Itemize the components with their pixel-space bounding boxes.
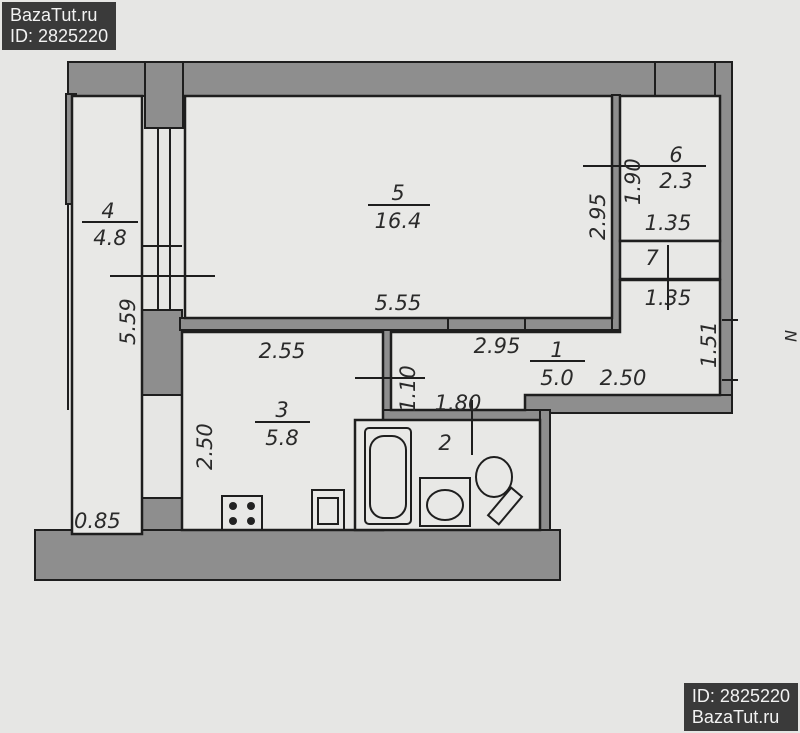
room-4	[70, 94, 144, 536]
dim-room1-depth: 1.10	[396, 365, 420, 412]
dim-room7-width: 1.35	[645, 286, 692, 310]
dim-room6-height: 1.90	[621, 158, 645, 205]
dim-room6-width: 1.35	[645, 211, 692, 235]
watermark-id: ID: 2825220	[691, 686, 790, 706]
toilet-icon	[475, 456, 524, 526]
dim-room1-length: 2.50	[600, 366, 647, 390]
kitchen-sink-icon	[311, 489, 345, 531]
dim-room5-width: 5.55	[375, 291, 422, 315]
dim-room1-width: 2.95	[474, 334, 521, 358]
watermark-top: BazaTut.ru ID: 2825220	[2, 2, 117, 50]
dim-room4-length: 5.59	[116, 298, 140, 345]
dim-entry-depth: 1.51	[697, 321, 721, 368]
dim-room3-width: 2.55	[259, 339, 306, 363]
dim-room3-depth: 2.50	[193, 423, 217, 470]
room-3-number: 3	[275, 398, 288, 422]
dim-room5-depth: 2.95	[586, 193, 610, 240]
room-4-area: 4.8	[93, 226, 126, 250]
room-6-area: 2.3	[659, 169, 692, 193]
room-5-area: 16.4	[375, 209, 422, 233]
dim-room4-width: 0.85	[74, 509, 121, 533]
room-3-area: 5.8	[265, 426, 298, 450]
watermark-id: ID: 2825220	[10, 26, 109, 46]
room-1-number: 1	[550, 338, 563, 362]
stove-icon	[221, 495, 263, 531]
sink-icon	[419, 477, 471, 527]
window-lines	[67, 128, 738, 455]
room-3	[180, 330, 385, 532]
room-1-area: 5.0	[540, 366, 573, 390]
bathtub-icon	[364, 427, 412, 525]
watermark-site: BazaTut.ru	[10, 5, 98, 25]
room-5-number: 5	[391, 181, 404, 205]
watermark-bottom: ID: 2825220 BazaTut.ru	[683, 683, 798, 731]
room-6-number: 6	[669, 143, 682, 167]
room-2-number: 2	[438, 431, 451, 455]
room-5	[183, 94, 614, 320]
watermark-site: BazaTut.ru	[691, 707, 780, 727]
room-7	[618, 239, 722, 281]
room-6	[618, 94, 722, 243]
room-1	[389, 278, 722, 412]
room-7-number: 7	[645, 246, 659, 270]
dim-room2-width: 1.80	[435, 391, 482, 415]
room-4-number: 4	[101, 199, 114, 223]
compass-north-label: N	[781, 330, 800, 342]
